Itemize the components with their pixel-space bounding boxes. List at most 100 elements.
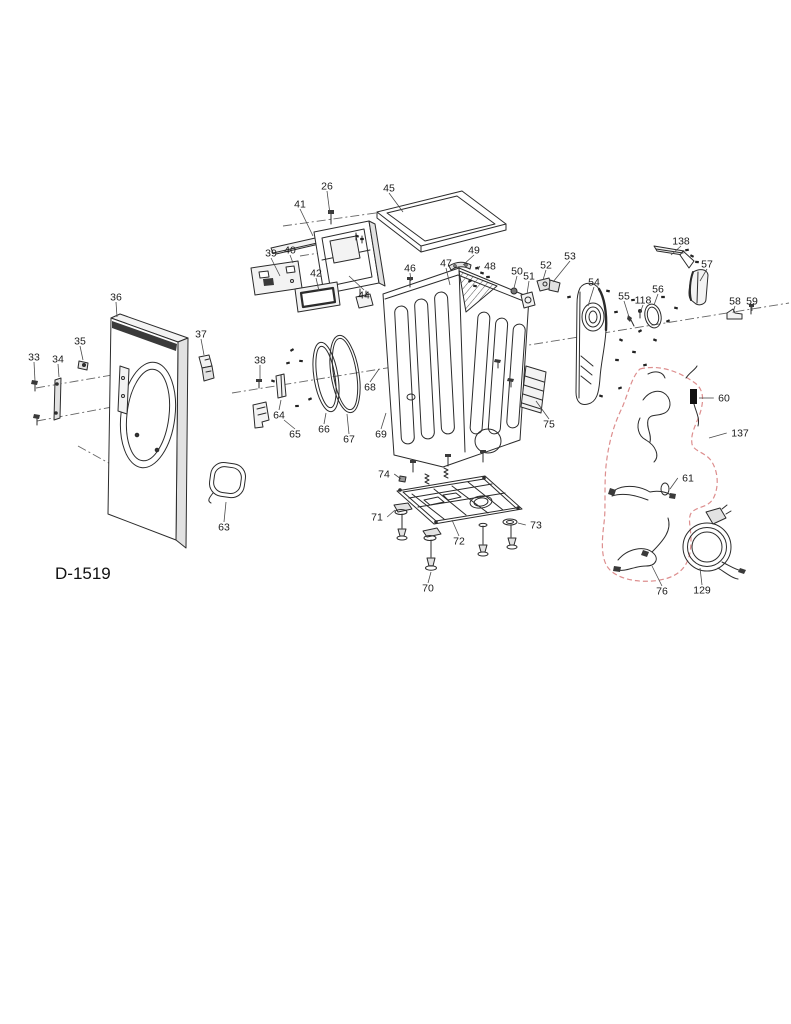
part-label-42: 42 [310, 268, 322, 280]
part-label-41: 41 [294, 199, 306, 211]
cabinet-wrapper-part [382, 267, 530, 468]
screw-dot [479, 271, 485, 275]
screw-dot [474, 266, 480, 270]
switch-parts [510, 277, 561, 309]
front-panel-part [107, 313, 189, 549]
leader-line-52 [542, 269, 547, 281]
door-ring-parts [312, 334, 361, 414]
leader-line-26 [326, 190, 331, 215]
power-cord-part [682, 504, 746, 580]
screw-dot [270, 379, 276, 383]
part-label-137: 137 [731, 428, 749, 440]
screw-dot [685, 248, 689, 252]
part-label-75: 75 [543, 419, 555, 431]
leader-line-68 [369, 368, 380, 383]
scattered-screws [270, 234, 699, 408]
leader-line-47 [445, 267, 451, 286]
leader-line-70 [427, 571, 432, 584]
console-bracket-parts [270, 210, 386, 295]
leader-line-61 [669, 477, 679, 490]
screw-dot [695, 260, 699, 264]
leader-line-35 [79, 345, 84, 361]
part-label-49: 49 [468, 245, 480, 257]
leader-line-67 [346, 413, 350, 435]
part-label-67: 67 [343, 434, 355, 446]
part-label-39: 39 [265, 248, 277, 260]
leader-line-74 [393, 473, 402, 480]
leader-line-56 [653, 293, 659, 306]
part-label-60: 60 [718, 393, 730, 405]
leader-line-45 [388, 192, 404, 213]
part-label-65: 65 [289, 429, 301, 441]
leader-line-36 [115, 301, 118, 318]
part-label-48: 48 [484, 261, 496, 273]
screw-dot [295, 404, 299, 408]
screw-dot [486, 275, 490, 279]
screw-dot [307, 397, 313, 401]
screw-dot [617, 386, 623, 390]
part-label-47: 47 [440, 258, 452, 270]
part-label-35: 35 [74, 336, 86, 348]
leader-line-41 [299, 208, 314, 237]
part-label-53: 53 [564, 251, 576, 263]
control-panel-part [294, 281, 341, 313]
leader-line-64 [278, 399, 282, 411]
part-label-59: 59 [746, 296, 758, 308]
screw-dot [673, 306, 679, 310]
leader-line-57 [699, 268, 708, 282]
leader-line-58 [732, 305, 736, 314]
terminal-block-part [494, 359, 547, 414]
leader-line-53 [552, 260, 571, 283]
screw-dot [606, 289, 610, 293]
screw-dot [637, 329, 643, 333]
part-label-129: 129 [693, 585, 711, 597]
part-label-56: 56 [652, 284, 664, 296]
part-label-36: 36 [110, 292, 122, 304]
part-label-55: 55 [618, 291, 630, 303]
leader-line-63 [223, 501, 227, 523]
screw-dot [661, 295, 665, 299]
part-label-37: 37 [195, 329, 207, 341]
screw-dot [642, 363, 648, 367]
leader-line-34 [57, 363, 60, 378]
door-hinge-parts [31, 360, 89, 426]
part-label-63: 63 [218, 522, 230, 534]
top-panel-part [376, 190, 507, 253]
screw-dot [689, 254, 695, 258]
screw-dot [467, 279, 473, 283]
screw-dot [614, 310, 618, 314]
leader-line-129 [699, 567, 703, 586]
top-hinge-parts [355, 261, 472, 309]
screw-dot [631, 298, 635, 302]
door-seal-part [208, 461, 247, 504]
part-label-52: 52 [540, 260, 552, 272]
part-label-40: 40 [284, 245, 296, 257]
leader-line-46 [409, 272, 412, 282]
part-label-68: 68 [364, 382, 376, 394]
part-label-45: 45 [383, 183, 395, 195]
screw-dot [285, 361, 291, 365]
screw-dot [652, 338, 658, 342]
leader-line-42 [315, 277, 320, 292]
part-label-73: 73 [530, 520, 542, 532]
leader-line-76 [651, 565, 663, 587]
part-label-61: 61 [682, 473, 694, 485]
part-label-76: 76 [656, 586, 668, 598]
diagram-code-label: D-1519 [55, 564, 111, 583]
leader-line-49 [462, 254, 475, 266]
screw-dot [566, 295, 572, 299]
leader-line-138 [670, 245, 682, 256]
screw-dot [615, 358, 619, 362]
leader-line-72 [451, 519, 460, 537]
part-label-69: 69 [375, 429, 387, 441]
blower-housing-part [575, 282, 608, 405]
part-label-44: 44 [358, 290, 370, 302]
screw-dot [289, 348, 295, 352]
part-label-72: 72 [453, 536, 465, 548]
screw-dot [632, 350, 636, 354]
part-label-70: 70 [422, 583, 434, 595]
leader-line-71 [386, 509, 396, 518]
part-label-71: 71 [371, 512, 383, 524]
